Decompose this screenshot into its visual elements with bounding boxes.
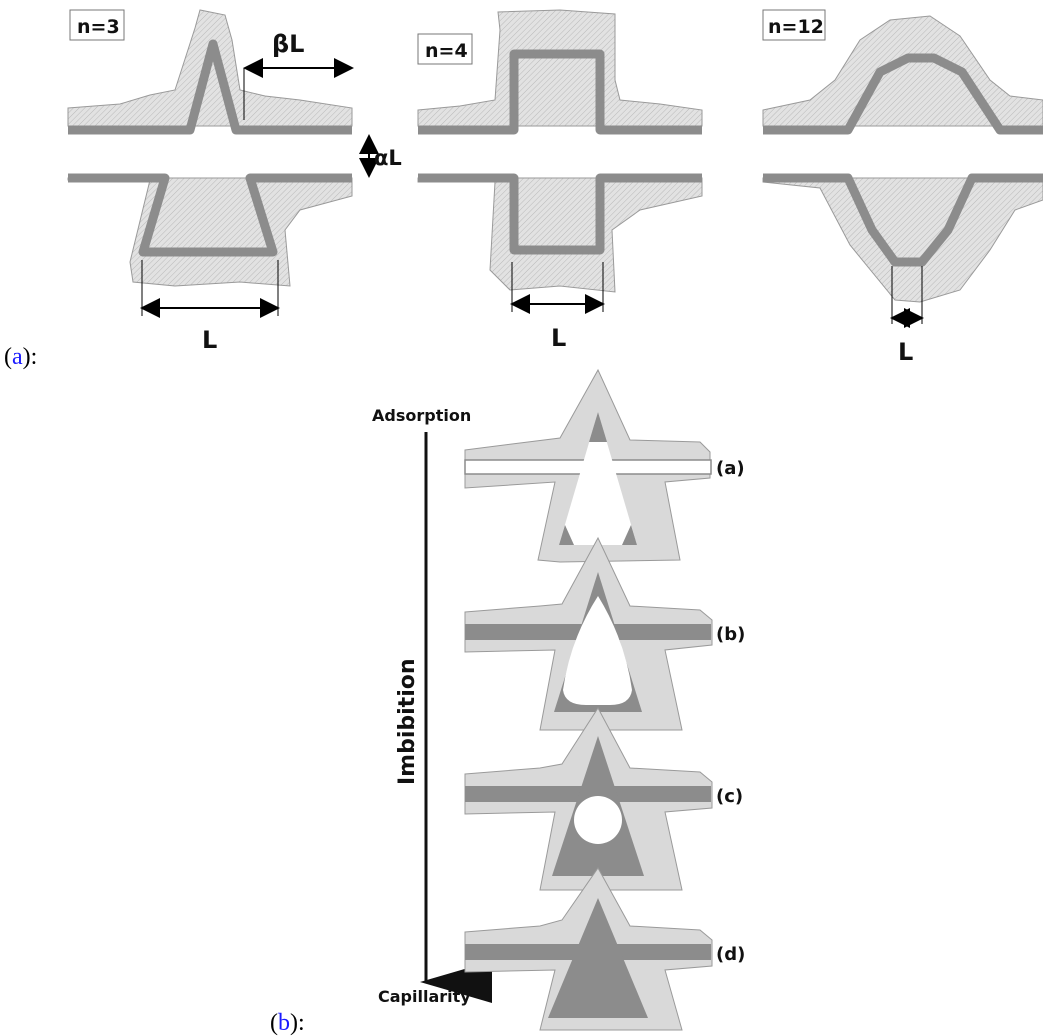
film-lower [417, 177, 703, 293]
panel-b-caption: (b): [270, 1010, 305, 1036]
beta-label: βL [272, 30, 304, 58]
pore-fill [548, 898, 648, 1018]
pore-void [563, 596, 632, 705]
stage-label: (c) [716, 786, 743, 807]
width-label: L [551, 324, 566, 352]
stage-label: (d) [716, 944, 745, 965]
stage-c: (c) [464, 707, 743, 891]
imbibition-label: Imbibition [395, 658, 420, 785]
film-upper [762, 15, 1043, 127]
pore-wall-upper [418, 49, 702, 135]
corner-meniscus [559, 525, 574, 545]
pore-dodecagonal: n=12 L [762, 9, 1043, 366]
pore-triangular: n=3 βL αL L [67, 9, 402, 354]
film-lower [762, 177, 1043, 303]
film-upper [417, 9, 703, 127]
panel-a: n=3 βL αL L n=4 L [4, 9, 1043, 370]
stage-a: (a) [464, 368, 745, 563]
pore-void [559, 412, 637, 545]
pore-wall-upper [68, 39, 352, 135]
film-lower [67, 177, 353, 287]
width-label: L [898, 338, 913, 366]
pore-wall-lower [68, 173, 352, 257]
adsorption-label: Adsorption [372, 406, 471, 425]
n-label-box [69, 9, 125, 41]
n-label-box [762, 9, 826, 41]
corner-meniscus [622, 525, 637, 545]
stage-d: (d) [464, 867, 745, 1031]
capillarity-label: Capillarity [378, 987, 471, 1006]
alpha-label: αL [374, 146, 402, 170]
n-label: n=12 [768, 16, 824, 38]
width-label: L [202, 326, 217, 354]
corner-meniscus [589, 412, 607, 442]
pore-wall-lower [418, 173, 702, 255]
pore-void [574, 796, 622, 844]
pore-square: n=4 L [417, 9, 703, 352]
n-label: n=3 [77, 16, 120, 38]
stage-label: (a) [716, 458, 745, 479]
panel-b: Adsorption Imbibition Capillarity (a) (b… [270, 368, 745, 1036]
stage-b: (b) [464, 536, 745, 731]
pore-wall-upper [763, 53, 1043, 135]
stage-label: (b) [716, 624, 745, 645]
panel-a-caption: (a): [4, 344, 37, 370]
n-label: n=4 [425, 40, 468, 62]
n-label-box [417, 33, 473, 65]
pore-wall-lower [763, 173, 1043, 267]
